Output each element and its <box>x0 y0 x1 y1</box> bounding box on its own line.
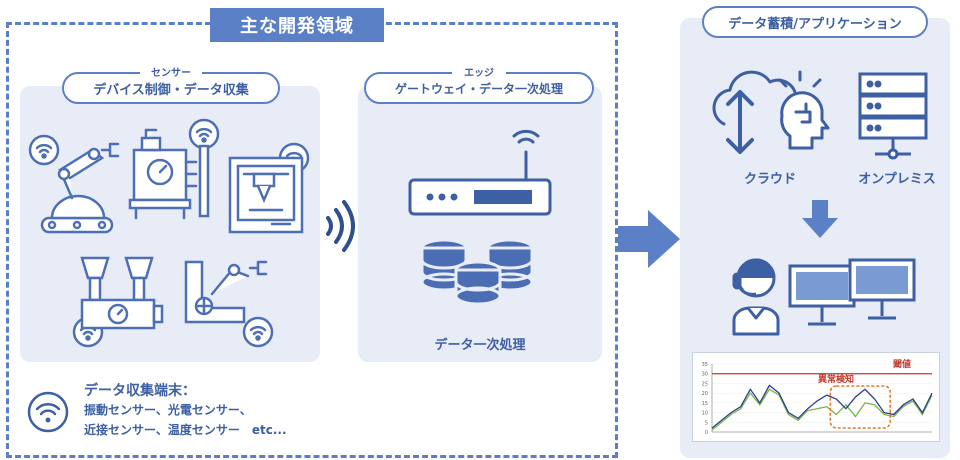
edge-pill-title: ゲートウェイ・データ一次処理 <box>394 81 563 96</box>
3d-printer-icon <box>228 156 304 234</box>
y-tick-label: 5 <box>705 420 708 426</box>
y-tick-label: 10 <box>702 411 708 417</box>
operator-avatar <box>732 258 780 336</box>
series-line-1 <box>711 384 933 429</box>
edge-panel <box>358 86 602 362</box>
welding-robot-icon <box>184 260 268 324</box>
y-tick-label: 15 <box>702 401 708 407</box>
database-icon <box>420 238 534 306</box>
edge-pill-sub: エッジ <box>452 64 506 79</box>
anomaly-highlight-box <box>829 385 891 429</box>
wireless-signal-icon <box>326 200 355 252</box>
edge-devices-illustration <box>408 129 552 306</box>
sensor-pill-title: デバイス制御・データ収集 <box>93 82 249 98</box>
storage-app-pill: データ蓄積/アプリケーション <box>702 6 928 38</box>
server-icon <box>858 72 928 160</box>
grinder-machine-icon <box>80 256 164 330</box>
flow-arrow-right-icon <box>618 210 680 268</box>
threshold-label: 閾値 <box>893 358 911 370</box>
sensor-pill-sub: センサー <box>140 64 202 79</box>
chart-frame <box>692 352 940 442</box>
legend-line-1: 振動センサー、光電センサー、 <box>84 403 252 417</box>
wifi-icon <box>242 316 274 348</box>
y-tick-label: 0 <box>705 430 708 436</box>
y-tick-label: 35 <box>702 362 708 368</box>
y-tick-label: 20 <box>702 391 708 397</box>
storage-app-pill-title: データ蓄積/アプリケーション <box>728 16 902 32</box>
cloud-ai-icon <box>712 70 830 154</box>
wifi-icon <box>27 391 69 433</box>
monitor-icon <box>848 258 916 320</box>
legend: データ収集端末： 振動センサー、光電センサー、 近接センサー、温度センサー et… <box>84 380 344 440</box>
sensor-devices-illustration <box>28 118 310 348</box>
robot-arm-icon <box>40 142 120 234</box>
wifi-icon <box>28 134 60 166</box>
cloud-label: クラウド <box>743 172 796 187</box>
gauge-machine-icon <box>128 128 210 220</box>
main-title: 主な開発領域 <box>210 8 384 42</box>
y-tick-label: 25 <box>702 381 708 387</box>
operator-monitors-illustration <box>732 258 916 336</box>
wifi-icon <box>188 118 220 150</box>
router-icon <box>408 178 552 216</box>
monitor-icon <box>788 264 856 326</box>
y-tick-label: 30 <box>702 372 708 378</box>
down-arrow-icon <box>802 200 838 238</box>
series-line-2 <box>711 388 933 431</box>
anomaly-label: 異常検知 <box>818 373 854 385</box>
edge-caption: データ一次処理 <box>434 338 526 353</box>
onprem-label: オンプレミス <box>858 172 936 187</box>
legend-title: データ収集端末： <box>84 383 196 399</box>
legend-line-2: 近接センサー、温度センサー etc... <box>84 423 287 437</box>
wifi-signal-icon <box>512 129 540 144</box>
cloud-onprem-illustration <box>712 70 928 160</box>
